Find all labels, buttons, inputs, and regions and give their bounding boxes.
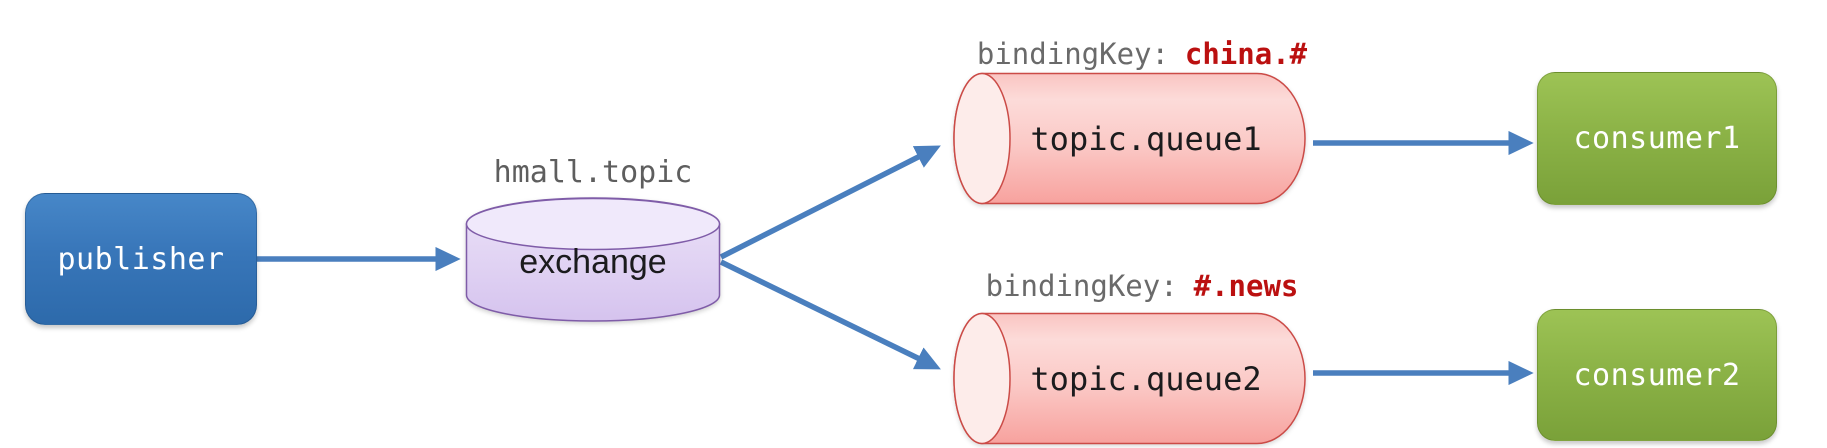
binding-key-value: china.# — [1184, 37, 1308, 71]
queue1-label: topic.queue1 — [1030, 119, 1262, 158]
exchange-label: exchange — [519, 242, 667, 281]
binding-key-value: #.news — [1193, 269, 1299, 303]
queue2-cylinder-icon — [953, 312, 1306, 445]
consumer2-node: consumer2 — [1537, 309, 1777, 441]
binding-key-row-queue1: bindingKey: china.# — [952, 36, 1332, 72]
binding-key-caption: bindingKey: — [985, 269, 1178, 303]
consumer1-node: consumer1 — [1537, 72, 1777, 205]
consumer2-label: consumer2 — [1573, 357, 1741, 393]
publisher-label: publisher — [57, 241, 225, 277]
exchange-cylinder-icon — [465, 197, 721, 322]
queue2-label: topic.queue2 — [1030, 359, 1262, 398]
edge-exchange-to-queue1 — [719, 145, 941, 260]
binding-key-caption: bindingKey: — [976, 37, 1169, 71]
queue1-cylinder-icon — [953, 72, 1306, 205]
publisher-node: publisher — [25, 193, 257, 325]
consumer1-label: consumer1 — [1573, 121, 1741, 156]
binding-key-row-queue2: bindingKey: #.news — [952, 268, 1332, 304]
edge-exchange-to-queue2 — [719, 259, 941, 370]
exchange-name-label: hmall.topic — [493, 154, 693, 190]
